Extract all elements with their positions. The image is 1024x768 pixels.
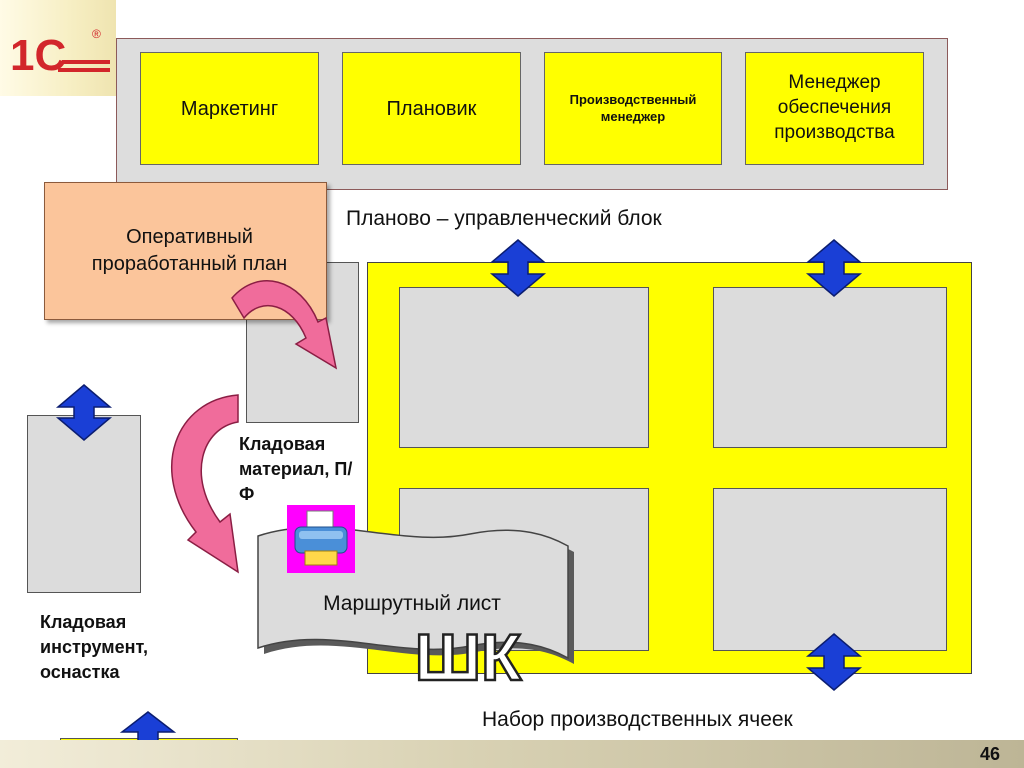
printer-icon-graphic: [294, 510, 348, 566]
role-supply-manager-label: Менеджер обеспечения производства: [774, 72, 895, 143]
printer-icon: [287, 505, 355, 573]
role-production-manager-label: Производственный менеджер: [569, 91, 697, 124]
operational-plan-box: Оперативный проработанный план: [44, 182, 327, 320]
barcode-label: ШК: [415, 620, 522, 692]
double-arrow-planning-cells-2: [805, 239, 863, 297]
planning-block-caption: Планово – управленческий блок: [346, 207, 662, 230]
role-planner-label: Плановик: [386, 97, 477, 120]
double-arrow-planning-cells-1: [489, 239, 547, 297]
warehouse-tools-label: Кладовая инструмент, оснастка: [40, 612, 148, 683]
role-marketing: Маркетинг: [140, 52, 319, 165]
role-planner: Плановик: [342, 52, 521, 165]
svg-text:1C: 1C: [10, 31, 66, 80]
production-cell-2: [713, 287, 947, 448]
curved-arrow-plan-to-warehouse: [231, 280, 338, 370]
1c-logo: 1C ®: [10, 27, 110, 80]
double-arrow-cells-bottom: [805, 633, 863, 691]
production-cell-1: [399, 287, 649, 448]
footer-bar: [0, 740, 1024, 768]
production-cell-4: [713, 488, 947, 651]
operational-plan-label: Оперативный проработанный план: [91, 226, 288, 275]
logo-area: 1C ®: [0, 0, 116, 96]
double-arrow-tools-warehouse: [55, 384, 113, 441]
page-number: 46: [979, 744, 1000, 764]
production-cells-caption: Набор производственных ячеек: [482, 708, 793, 731]
role-production-manager: Производственный менеджер: [544, 52, 722, 165]
warehouse-material-label: Кладовая материал, П/Ф: [239, 434, 353, 505]
warehouse-tools-box: [27, 415, 141, 593]
svg-text:®: ®: [92, 27, 101, 41]
role-supply-manager: Менеджер обеспечения производства: [745, 52, 924, 165]
curved-arrow-warehouse-to-route: [171, 394, 239, 574]
role-marketing-label: Маркетинг: [180, 97, 279, 120]
route-sheet-label: Маршрутный лист: [323, 592, 501, 615]
